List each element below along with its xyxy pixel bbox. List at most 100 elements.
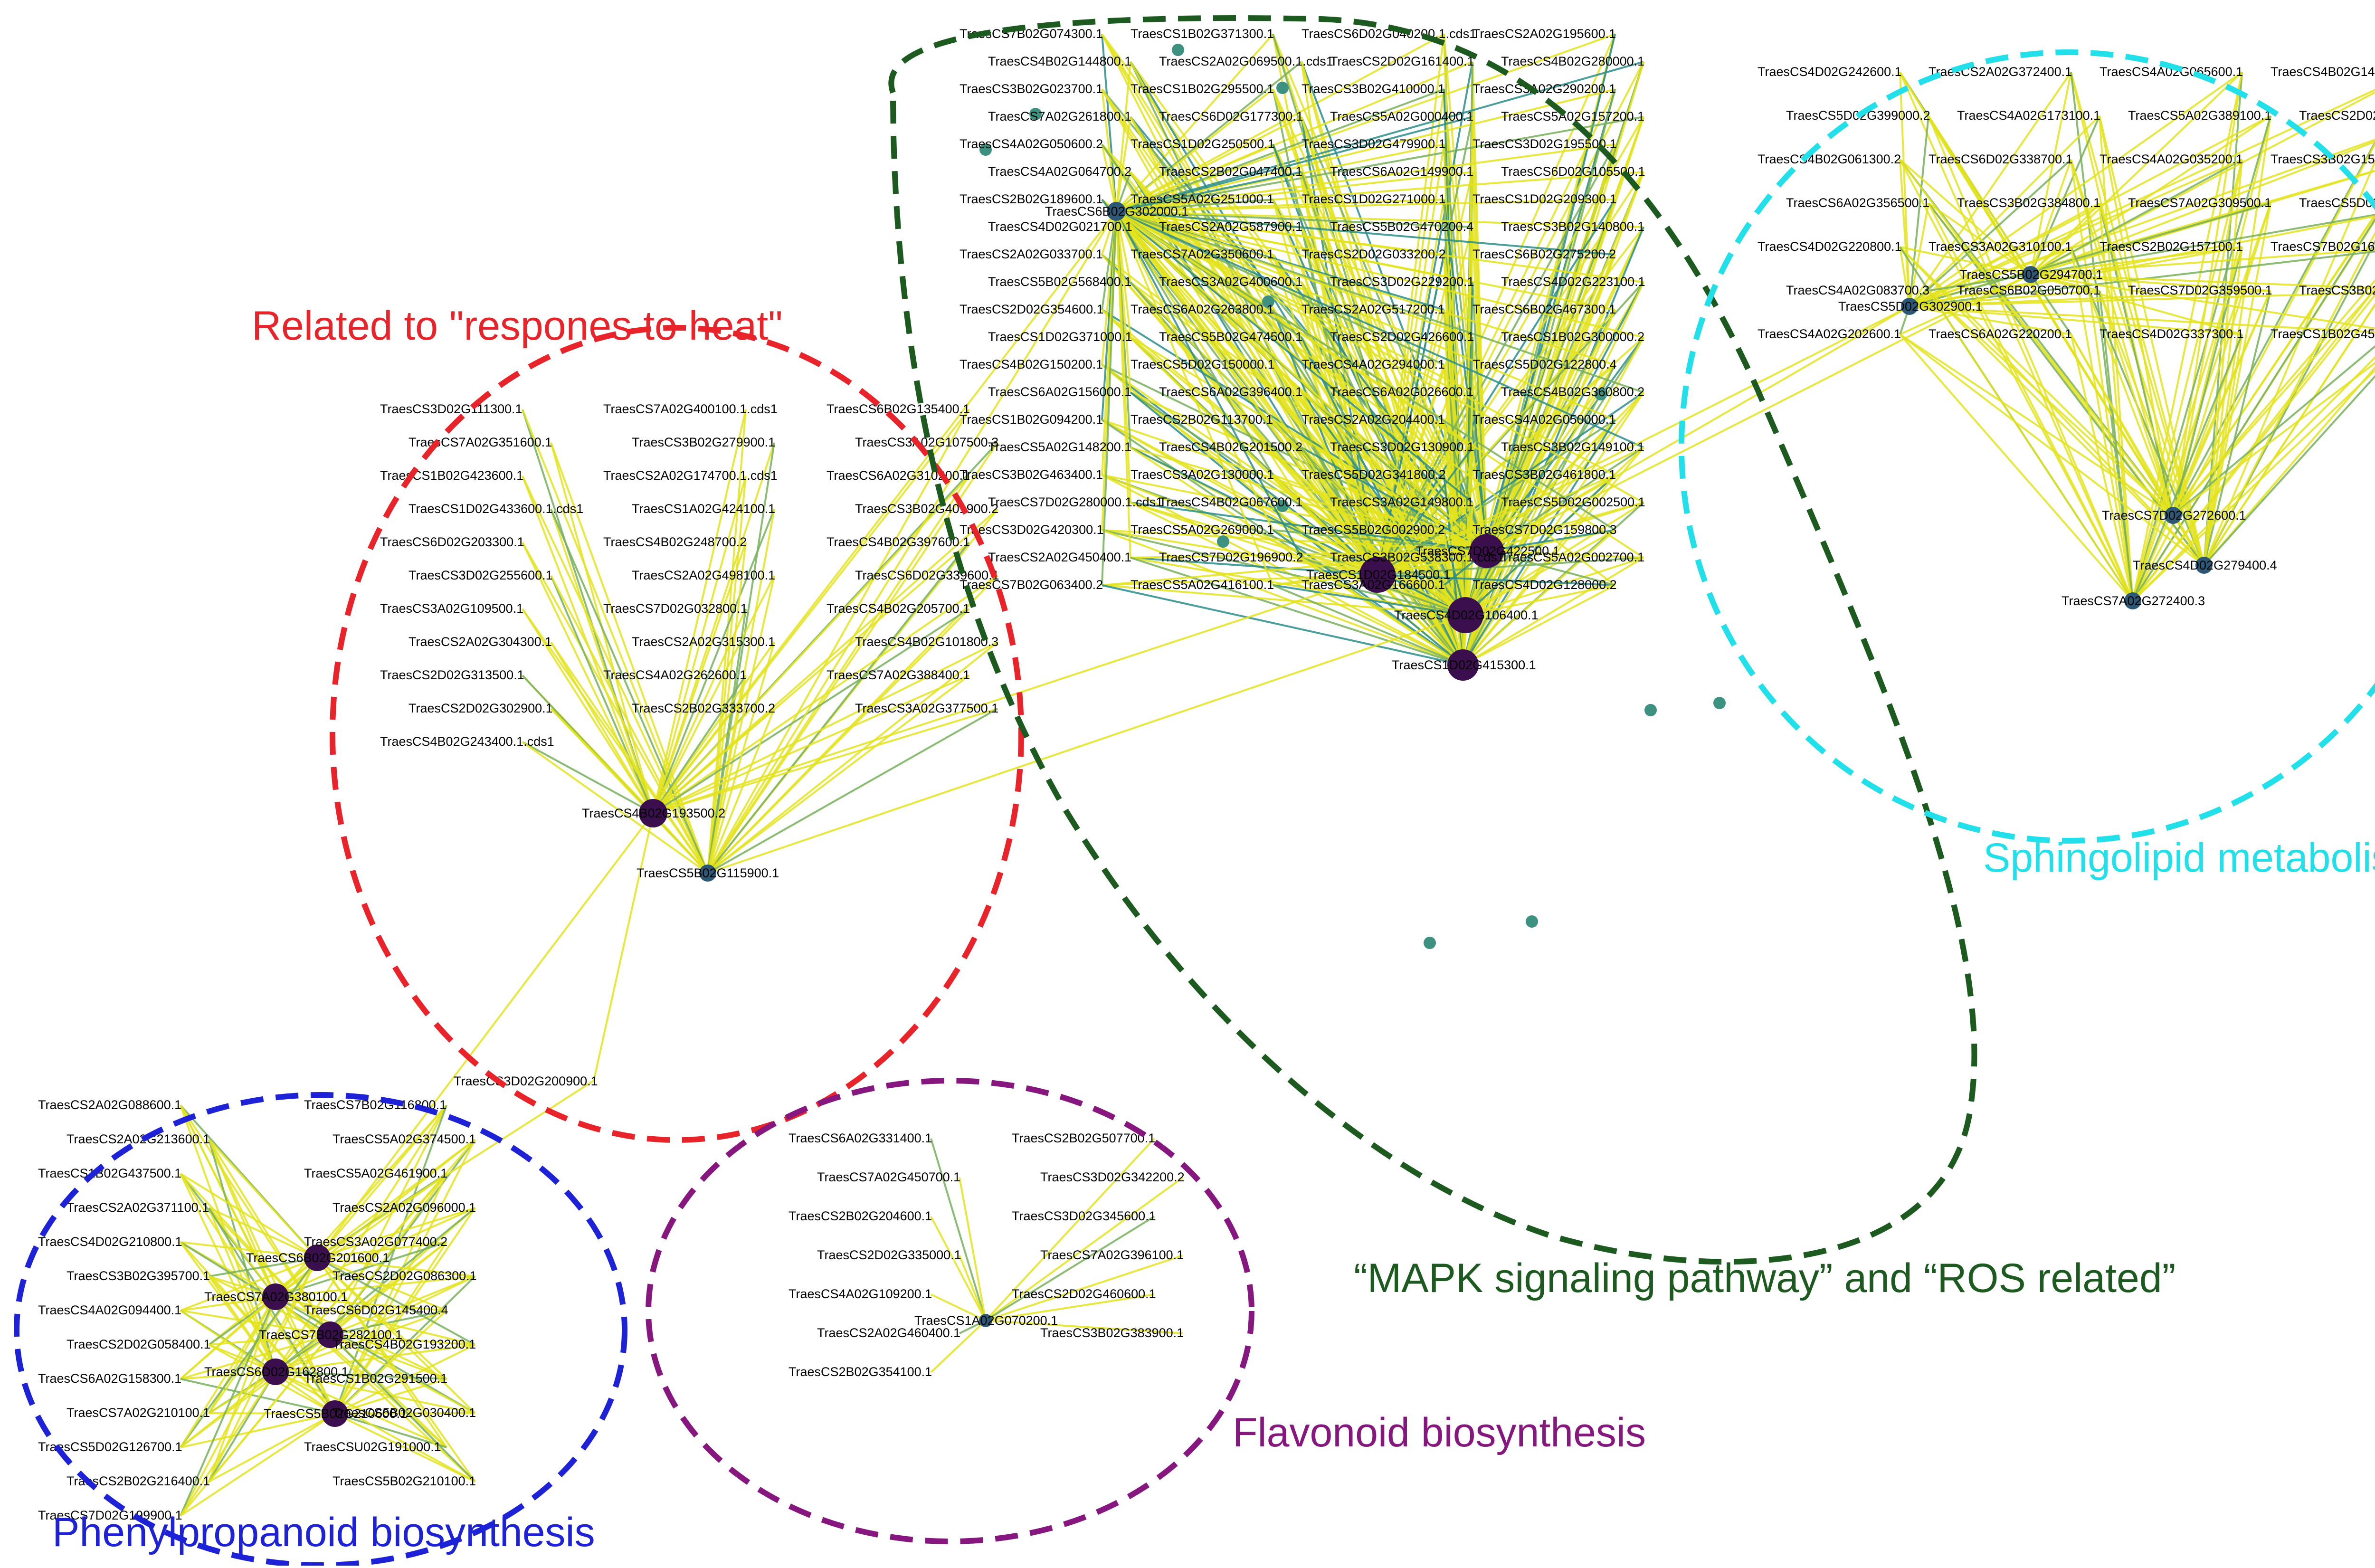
edge-s-10-s5 <box>2132 159 2243 601</box>
edge-m-67-m1 <box>1116 210 1615 476</box>
edge-s-27-s1 <box>2030 274 2375 330</box>
gene-label-m-81: TraesCS5A02G416100.1 <box>1130 578 1274 592</box>
edge-p-12-p5 <box>180 1310 336 1415</box>
edge-p-9-p1 <box>317 1241 447 1259</box>
gene-label-f-9: TraesCS2D02G460600.1 <box>1012 1287 1156 1301</box>
gene-label-m-50: TraesCS4A02G294000.1 <box>1302 357 1445 371</box>
teal-node-0 <box>1172 44 1184 56</box>
hub-node-p5 <box>322 1400 348 1427</box>
gene-label-m-58: TraesCS2A02G204400.1 <box>1302 412 1445 427</box>
edge-m-70-m1 <box>1115 210 1473 504</box>
edge-m-65-m1 <box>1115 210 1274 476</box>
edge-s-5-s3 <box>2099 115 2174 516</box>
gene-label-m-34: TraesCS2D02G033200.2 <box>1302 247 1446 261</box>
gene-label-m-24: TraesCS2B02G189600.1 <box>960 192 1103 206</box>
edge-m-72-m5 <box>1102 529 1463 666</box>
edge-p-18-p5 <box>209 1412 335 1415</box>
edge-r-10-r1 <box>652 509 775 814</box>
edge-s-22-s5 <box>2132 290 2271 601</box>
edge-m-31-m5 <box>1462 227 1644 665</box>
edge-m-16-m1 <box>1101 144 1117 212</box>
edge-m-0-m1 <box>1101 34 1117 212</box>
phenyl-cluster-boundary <box>14 1092 627 1568</box>
edge-s-21-s4 <box>2099 290 2205 566</box>
gene-label-m-5: TraesCS2A02G069500.1.cds1 <box>1159 54 1333 68</box>
edge-s-25-s2 <box>1909 305 2071 335</box>
edge-p-13-p1 <box>317 1257 447 1311</box>
edge-m-76-m5 <box>1130 557 1463 666</box>
edge-f-3-f1 <box>985 1177 1184 1321</box>
edge-r-28-r2 <box>707 708 775 874</box>
edge-s-11-s3 <box>2172 214 2375 516</box>
edge-s-20-s3 <box>1928 290 2174 516</box>
edge-r-16-r1 <box>652 575 775 814</box>
gene-label-m-71: TraesCS5D02G002500.1 <box>1501 495 1645 509</box>
edge-s-23-s2 <box>1909 292 2375 307</box>
edge-p-12-p3 <box>180 1310 331 1336</box>
gene-label-r-6: TraesCS1B02G423600.1 <box>380 468 523 483</box>
edge-s-24-s4 <box>1899 333 2205 566</box>
edge-m-55-m5 <box>1462 391 1644 666</box>
gene-label-m-38: TraesCS3D02G229200.1 <box>1330 275 1474 289</box>
edge-s-6-s5 <box>2132 115 2271 601</box>
gene-label-r-2: TraesCS6B02G135400.1 <box>826 402 970 416</box>
gene-label-s-9: TraesCS6D02G338700.1 <box>1928 152 2073 166</box>
edge-r-19-r1 <box>652 608 747 814</box>
edge-p-20-p2 <box>180 1296 276 1448</box>
gene-label-p-19: TraesCS5B02G030400.1 <box>332 1406 476 1420</box>
edge-m-22-m1 <box>1116 171 1473 212</box>
gene-label-r-11: TraesCS3B02G401900.2 <box>855 502 998 516</box>
edge-s-15-s5 <box>2132 287 2375 602</box>
edge-r-28-r1 <box>652 708 775 814</box>
gene-label-m-10: TraesCS3B02G410000.1 <box>1302 82 1445 96</box>
hub-node-s2 <box>1901 298 1918 315</box>
edge-p-16-p2 <box>180 1296 276 1380</box>
gene-label-p-2: TraesCS2A02G213600.1 <box>66 1132 210 1146</box>
gene-label-m-55: TraesCS4B02G360800.2 <box>1501 385 1644 399</box>
edge-m-4-m1 <box>1115 61 1131 212</box>
edge-p-23-p4 <box>275 1371 475 1482</box>
edge-s-10-s1 <box>2030 159 2242 276</box>
gene-label-m-35: TraesCS6B02G275200.2 <box>1472 247 1616 261</box>
edge-s-19-s4 <box>2203 303 2375 566</box>
edge-s-10-s2 <box>1909 159 2242 307</box>
edge-m-25-m1 <box>1116 199 1273 212</box>
edge-m-61-m1 <box>1115 210 1302 448</box>
gene-label-f-3: TraesCS3D02G342200.2 <box>1040 1170 1185 1184</box>
edge-f-7-f1 <box>985 1254 1183 1321</box>
gene-label-p-6: TraesCS2A02G371100.1 <box>66 1200 209 1215</box>
hub-node-m3 <box>1470 534 1504 568</box>
edge-r-13-r1 <box>652 542 747 814</box>
edge-m-35-m1 <box>1116 210 1615 256</box>
edge-f-8-f1 <box>931 1293 986 1321</box>
edge-p-7-p1 <box>317 1207 475 1259</box>
edge-s-19-s2 <box>1909 250 2375 307</box>
edge-m-50-m1 <box>1116 210 1444 366</box>
hub-label-m5: TraesCS1D02G415300.1 <box>1392 658 1536 672</box>
gene-label-m-70: TraesCS3A02G149800.1 <box>1330 495 1473 509</box>
gene-label-f-7: TraesCS7A02G396100.1 <box>1040 1248 1184 1262</box>
gene-label-m-15: TraesCS5A02G157200.1 <box>1501 109 1644 124</box>
hub-node-p1 <box>304 1245 331 1271</box>
edge-r-21-r2 <box>550 641 709 874</box>
edge-s-4-s5 <box>1928 115 2134 601</box>
edge-r-25-r1 <box>652 675 747 814</box>
teal-node-2 <box>1029 108 1042 120</box>
hub-label-p5: TraesCS5B02G210600.1 <box>264 1406 407 1421</box>
edge-s-20-s1 <box>1928 274 2031 292</box>
edge-m-39-m1 <box>1116 210 1644 283</box>
edge-m-61-m3 <box>1301 447 1487 552</box>
edge-p-6-p4 <box>208 1207 276 1372</box>
edge-m-36-m1 <box>1115 211 1131 283</box>
gene-label-m-68: TraesCS7D02G280000.1.cds1 <box>988 495 1163 509</box>
edge-f-4-f1 <box>930 1216 987 1321</box>
edge-s-8-s1 <box>1899 159 2032 276</box>
edge-s-19-s3 <box>2172 288 2375 516</box>
hub-node-r1 <box>639 799 667 827</box>
bridge-edge-5 <box>1486 274 2031 552</box>
edge-m-60-m3 <box>1130 447 1487 552</box>
gene-label-m-29: TraesCS2A02G587900.1 <box>1159 219 1302 234</box>
gene-label-m-63: TraesCS3B02G149100.1 <box>1501 440 1644 454</box>
gene-label-s-10: TraesCS4A02G035200.1 <box>2100 152 2243 166</box>
edge-p-8-p1 <box>180 1241 318 1259</box>
